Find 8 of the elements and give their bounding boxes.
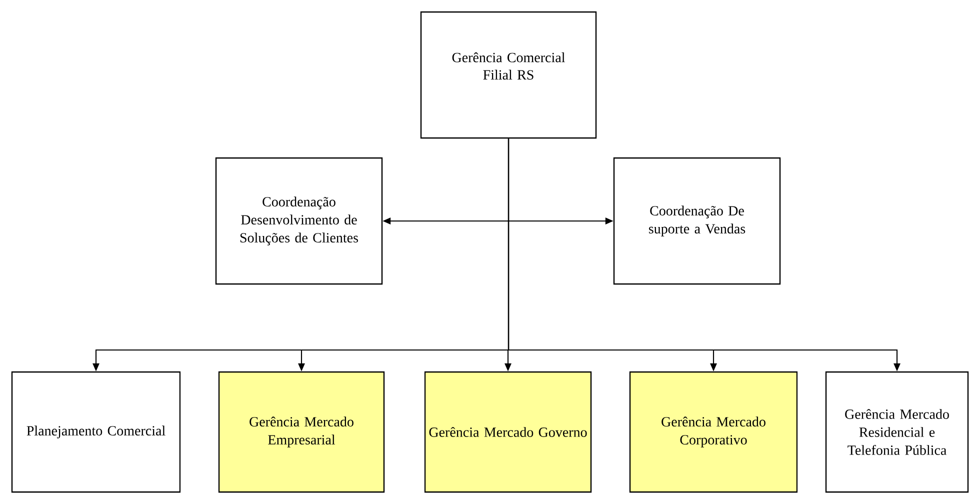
department-box: Gerência Mercado Corporativo [629,371,798,493]
manager-box: Gerência Comercial Filial RS [420,11,597,139]
coordination-box: Coordenação Desenvolvimento de Soluções de Clientes [215,157,383,285]
coordination-box: Coordenação De suporte a Vendas [613,157,781,285]
department-box: Gerência Mercado Residencial e Telefonia Pública [825,371,969,493]
department-box: Gerência Mercado Governo [424,371,592,493]
department-box: Planejamento Comercial [11,371,181,493]
department-box: Gerência Mercado Empresarial [218,371,385,493]
